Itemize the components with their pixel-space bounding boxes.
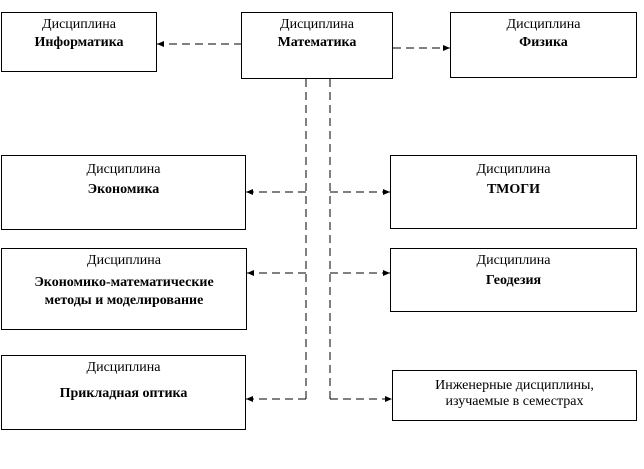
math-name: Математика [277, 35, 357, 50]
math-caption: Дисциплина [280, 17, 354, 32]
physics-name: Физика [519, 35, 568, 50]
informatics-caption: Дисциплина [42, 17, 116, 32]
box-tmogi: Дисциплина ТМОГИ [390, 155, 637, 229]
box-economics: Дисциплина Экономика [1, 155, 246, 230]
box-engineering: Инженерные дисциплины, изучаемые в семес… [392, 370, 637, 421]
optics-name: Прикладная оптика [59, 386, 188, 401]
box-informatics: Дисциплина Информатика [1, 12, 157, 72]
geodesy-name: Геодезия [485, 273, 542, 288]
geodesy-caption: Дисциплина [476, 253, 551, 268]
econ-math-name-line2: методы и моделирование [44, 293, 204, 308]
econ-math-name-line1: Экономико-математические [34, 275, 214, 290]
econ-math-caption: Дисциплина [87, 253, 161, 268]
engineering-line1: Инженерные дисциплины, [435, 378, 594, 393]
box-optics: Дисциплина Прикладная оптика [1, 355, 246, 430]
economics-name: Экономика [87, 182, 160, 197]
box-physics: Дисциплина Физика [450, 12, 637, 78]
economics-caption: Дисциплина [86, 162, 161, 177]
box-math: Дисциплина Математика [241, 12, 393, 79]
tmogi-name: ТМОГИ [486, 182, 541, 197]
engineering-line2: изучаемые в семестрах [445, 394, 584, 409]
box-econ-math: Дисциплина Экономико-математические мето… [1, 248, 247, 330]
tmogi-caption: Дисциплина [476, 162, 551, 177]
optics-caption: Дисциплина [86, 360, 161, 375]
informatics-name: Информатика [34, 35, 124, 50]
physics-caption: Дисциплина [506, 17, 581, 32]
box-geodesy: Дисциплина Геодезия [390, 248, 637, 312]
